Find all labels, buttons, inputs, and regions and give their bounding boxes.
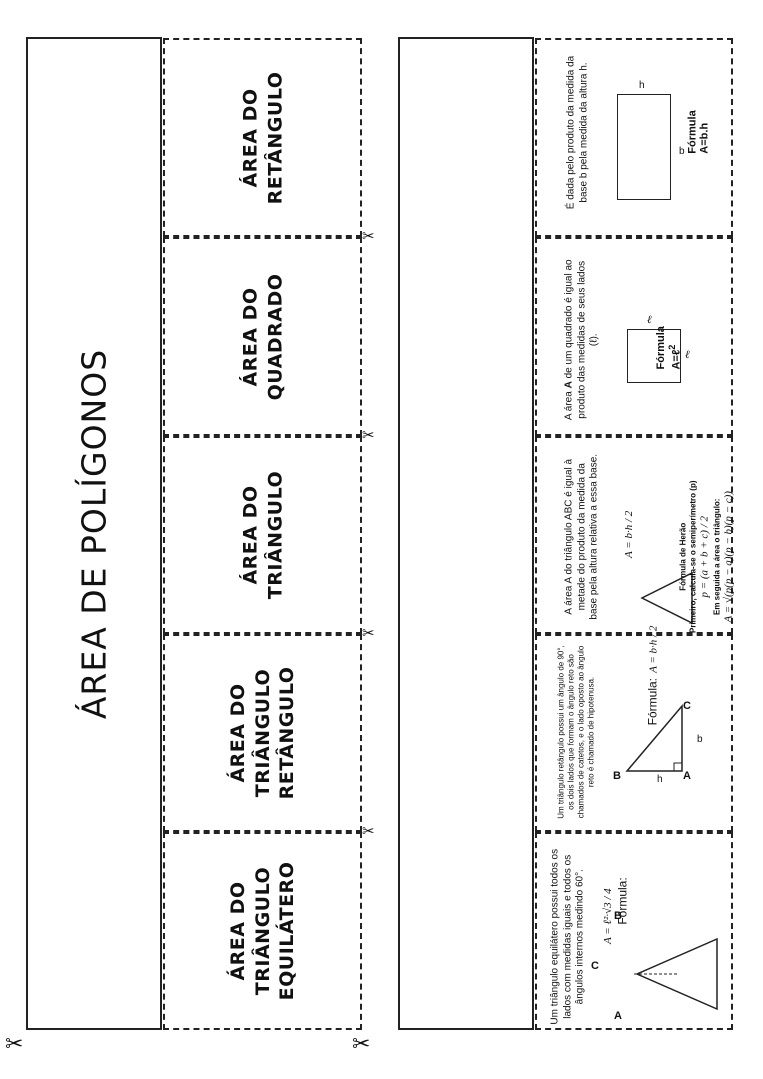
- vertex-label: A: [614, 1010, 622, 1022]
- page-title: ÁREA DE POLÍGONOS: [74, 348, 114, 719]
- title-panel: ÁREA DE POLÍGONOS: [26, 37, 162, 1030]
- scissors-icon: ✂: [362, 426, 375, 444]
- vertex-label: B: [614, 910, 622, 922]
- vertex-label: C: [591, 960, 599, 972]
- side-label: ℓ: [685, 349, 690, 361]
- quadrado-formula-label: Fórmula: [654, 326, 667, 370]
- panel-equilatero: Um triângulo equilátero possui todos os …: [535, 832, 733, 1030]
- equilatero-text: Um triângulo equilátero possui todos os …: [549, 848, 586, 1025]
- retangulo-figure: [617, 94, 671, 200]
- side-label: h: [657, 774, 663, 785]
- quadrado-formula: A=ℓ2: [666, 344, 683, 370]
- retangulo-text: É dada pelo produto da medida da base b …: [565, 55, 590, 210]
- retangulo-formula-label: Fórmula: [686, 110, 699, 154]
- scissors-icon: ✂: [362, 227, 375, 245]
- glue-panel: [398, 37, 534, 1030]
- triangulo-formula: A = b·h / 2: [623, 510, 635, 558]
- heron-title: Fórmula de Herão: [678, 522, 688, 591]
- triangulo-text: A área A do triângulo ABC é igual à meta…: [563, 453, 600, 620]
- quadrado-figure: [627, 329, 681, 383]
- triangulo-retangulo-figure: [625, 703, 683, 772]
- heron-area: A = √(p(p − a)(p − b)(p − c)): [722, 491, 734, 623]
- side-label: ℓ: [647, 314, 652, 326]
- vertex-label: B: [613, 770, 621, 782]
- side-label: b: [697, 734, 703, 745]
- heron-step2: Em seguida a área o triângulo:: [712, 498, 721, 615]
- scissors-icon: ✂: [5, 1032, 24, 1057]
- panel-triangulo-retangulo: Um triângulo retângulo possui um ângulo …: [535, 626, 733, 832]
- equilatero-figure: [632, 937, 718, 1011]
- side-label: b: [679, 146, 685, 157]
- side-label: h: [639, 80, 645, 91]
- vertex-label: A: [683, 770, 691, 782]
- panel-quadrado: A área A de um quadrado é igual ao produ…: [535, 237, 733, 436]
- vertex-label: C: [683, 700, 691, 712]
- panel-triangulo: A área A do triângulo ABC é igual à meta…: [535, 436, 734, 634]
- scissors-icon: ✂: [352, 1032, 371, 1057]
- scissors-icon: ✂: [362, 624, 375, 642]
- heron-p: p = (a + b + c) / 2: [698, 515, 711, 598]
- triangulo-figure: [640, 571, 693, 625]
- heron-step1: Primeiro, calcula-se o semiperímetro (p): [688, 480, 698, 634]
- retangulo-formula: A=b.h: [698, 122, 711, 154]
- triangulo-retangulo-text: Um triângulo retângulo possui um ângulo …: [556, 645, 596, 819]
- panel-retangulo: É dada pelo produto da medida da base b …: [535, 38, 733, 237]
- quadrado-text: A área A de um quadrado é igual ao produ…: [563, 259, 600, 421]
- scissors-icon: ✂: [362, 822, 375, 840]
- equilatero-formula: A = ℓ²·√3 / 4: [602, 888, 614, 944]
